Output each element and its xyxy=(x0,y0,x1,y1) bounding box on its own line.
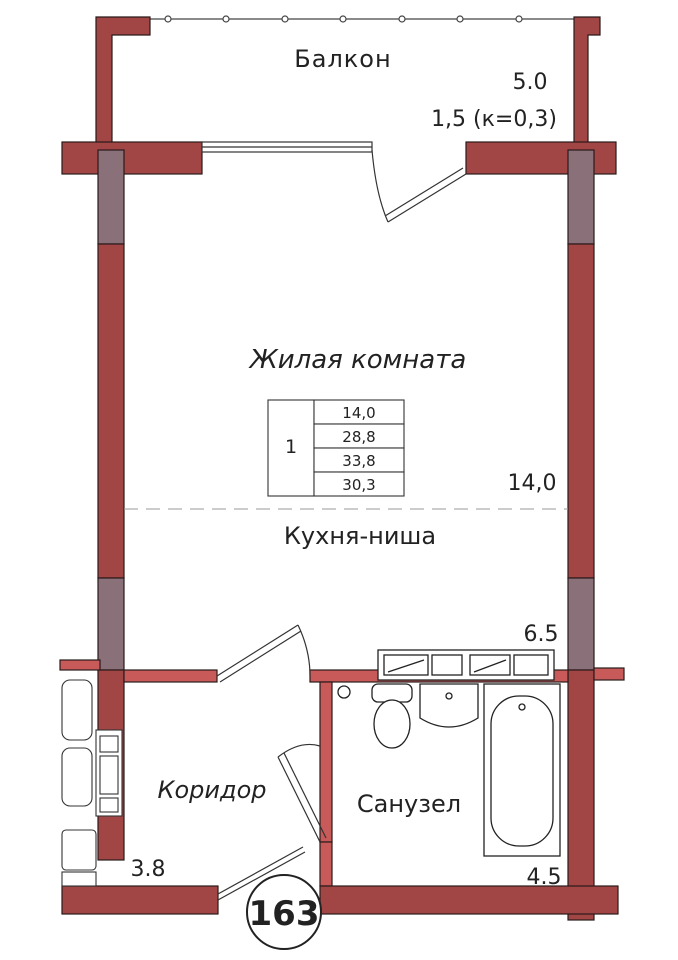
bathroom-area: 4.5 xyxy=(527,865,562,890)
kitchen-name: Кухня-ниша xyxy=(284,522,436,550)
balcony-area: 5.0 xyxy=(513,70,548,95)
living-room-area: 14,0 xyxy=(508,471,557,496)
balcony-name: Балкон xyxy=(294,45,391,73)
corridor-area: 3.8 xyxy=(131,857,166,882)
bathroom-door-swing xyxy=(277,743,327,843)
balcony-coefficient: 1,5 (к=0,3) xyxy=(431,107,557,132)
sink xyxy=(419,683,479,728)
table-rooms-count: 1 xyxy=(285,436,297,458)
table-value: 30,3 xyxy=(342,476,375,494)
exterior-wall-bottom xyxy=(61,885,619,915)
balcony-door-frame xyxy=(201,141,373,153)
summary-table xyxy=(267,399,405,497)
kitchen-area: 6.5 xyxy=(524,622,559,647)
neighbor-fixtures xyxy=(61,679,123,887)
table-value: 14,0 xyxy=(342,404,375,422)
living-room-name: Жилая комната xyxy=(248,345,467,375)
kitchen-units xyxy=(377,649,555,681)
balcony-door-swing xyxy=(371,149,467,223)
table-value: 33,8 xyxy=(342,452,375,470)
entrance-door-swing xyxy=(217,846,306,901)
bathroom-name: Санузел xyxy=(357,790,461,818)
toilet xyxy=(337,683,413,749)
corridor-name: Коридор xyxy=(157,776,266,804)
room-door-swing xyxy=(216,624,311,683)
apartment-number: 163 xyxy=(249,894,320,934)
apartment-number-badge: 163 xyxy=(246,874,322,950)
table-value: 28,8 xyxy=(342,428,375,446)
balcony-railing xyxy=(118,15,575,23)
bathtub xyxy=(483,683,561,857)
exterior-wall-right xyxy=(567,149,595,921)
